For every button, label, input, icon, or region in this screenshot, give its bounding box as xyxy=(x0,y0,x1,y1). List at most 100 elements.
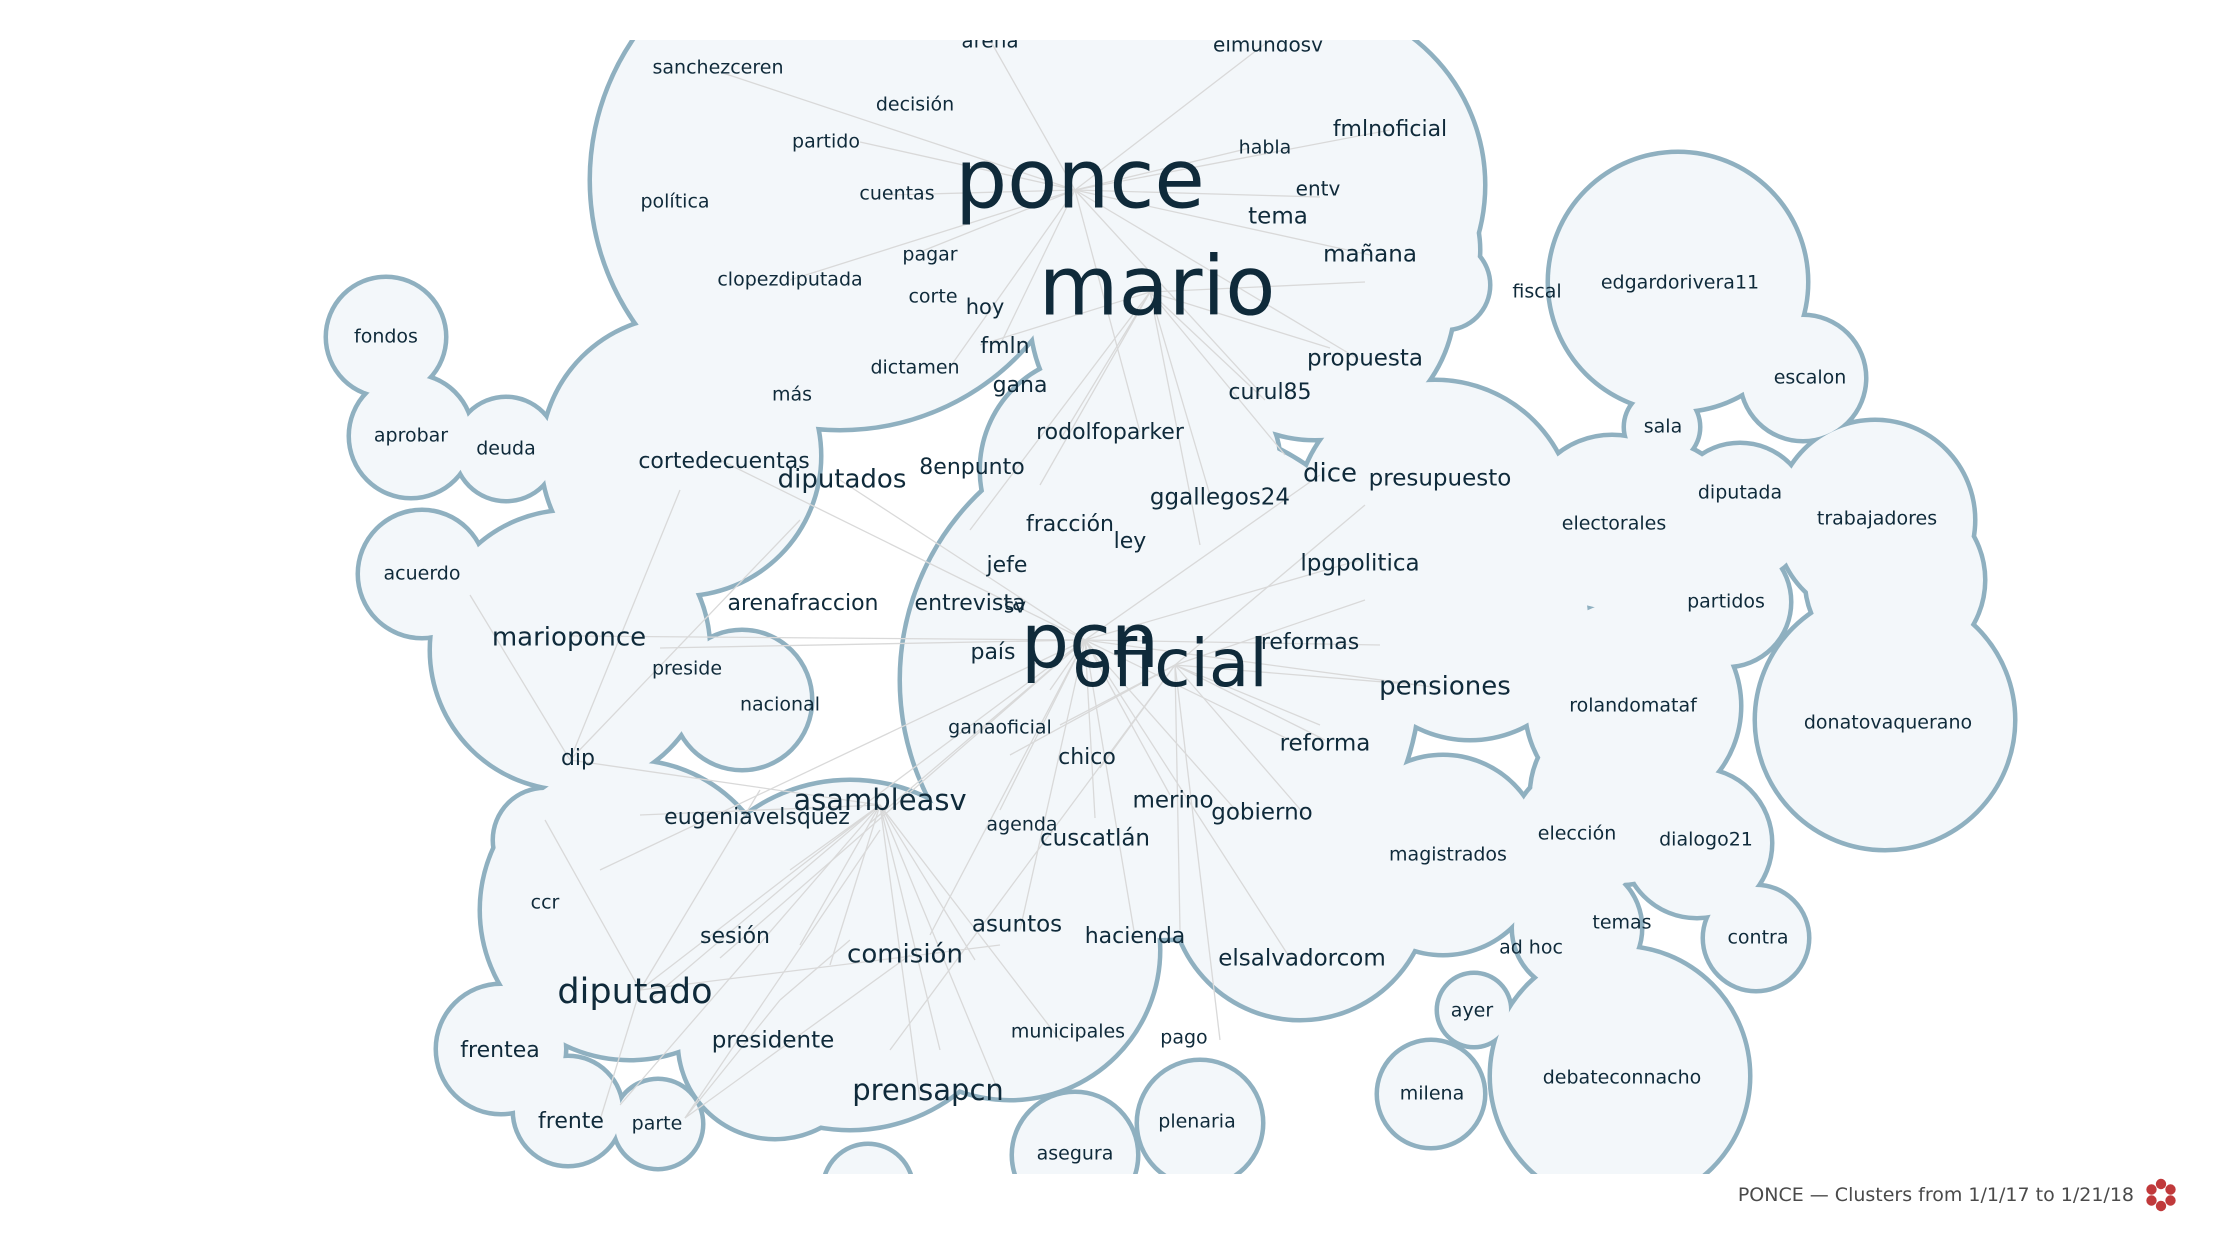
word-label[interactable]: municipales xyxy=(1011,1021,1125,1043)
word-label[interactable]: reformas xyxy=(1261,630,1359,655)
word-label[interactable]: reforma xyxy=(1280,731,1371,757)
word-label[interactable]: trabajadores xyxy=(1817,508,1937,530)
word-label[interactable]: chico xyxy=(1058,745,1116,770)
word-label[interactable]: cuscatlán xyxy=(1040,826,1150,852)
bubble[interactable] xyxy=(1777,422,1973,618)
bubble[interactable] xyxy=(962,562,1218,818)
word-label[interactable]: milena xyxy=(1400,1083,1464,1105)
word-label[interactable]: corte xyxy=(908,286,957,308)
bubble[interactable] xyxy=(1345,757,1541,953)
bubble[interactable] xyxy=(1705,887,1807,989)
word-label[interactable]: fracción xyxy=(1026,512,1114,537)
word-label[interactable]: parte xyxy=(632,1113,683,1135)
bubble[interactable] xyxy=(618,144,734,260)
word-label[interactable]: acuerdo xyxy=(384,563,461,585)
word-label[interactable]: mañana xyxy=(1323,242,1417,268)
word-label[interactable]: deuda xyxy=(476,438,536,460)
word-label[interactable]: diputado xyxy=(557,972,712,1012)
word-label[interactable]: rodolfoparker xyxy=(1036,420,1185,445)
word-label[interactable]: diputados xyxy=(778,465,907,495)
word-label[interactable]: fmlnoficial xyxy=(1333,117,1447,142)
word-label[interactable]: escalon xyxy=(1774,367,1847,389)
word-label[interactable]: sv xyxy=(1004,594,1026,618)
word-label[interactable]: aprobar xyxy=(374,425,448,447)
word-label[interactable]: gobierno xyxy=(1211,800,1313,826)
bubble[interactable] xyxy=(328,279,444,395)
bubble[interactable] xyxy=(456,399,556,499)
word-label[interactable]: frentea xyxy=(460,1038,539,1063)
word-label[interactable]: elección xyxy=(1538,823,1617,845)
word-label[interactable]: entrevista xyxy=(915,591,1026,616)
word-label[interactable]: clopezdiputada xyxy=(717,269,862,291)
word-label[interactable]: tema xyxy=(1248,204,1308,230)
word-label[interactable]: partido xyxy=(792,131,860,153)
bubble[interactable] xyxy=(1379,1042,1483,1146)
bubble[interactable] xyxy=(515,1058,621,1164)
bubble[interactable] xyxy=(1492,948,1748,1174)
word-label[interactable]: dialogo21 xyxy=(1659,829,1753,851)
word-label[interactable]: ponce xyxy=(955,132,1205,227)
word-label[interactable]: electorales xyxy=(1562,513,1667,535)
bubble[interactable] xyxy=(862,802,1158,1098)
word-label[interactable]: merino xyxy=(1132,788,1213,814)
word-label[interactable]: partidos xyxy=(1687,591,1765,613)
word-label[interactable]: pagar xyxy=(902,244,957,266)
word-label[interactable]: sala xyxy=(1644,416,1682,438)
bubble[interactable] xyxy=(825,1146,911,1174)
bubble[interactable] xyxy=(1742,317,1864,439)
bubble[interactable] xyxy=(1550,154,1806,410)
word-label[interactable]: asegura xyxy=(1037,1143,1114,1165)
word-label[interactable]: arenafraccion xyxy=(728,591,879,616)
word-label[interactable]: elmundosv xyxy=(1213,40,1323,57)
bubble[interactable] xyxy=(360,512,484,636)
word-label[interactable]: sanchezceren xyxy=(653,57,784,79)
bubble[interactable] xyxy=(1624,770,1770,916)
word-label[interactable]: ggallegos24 xyxy=(1150,485,1290,511)
bubble[interactable] xyxy=(1526,437,1698,609)
word-label[interactable]: debateconnacho xyxy=(1543,1067,1702,1089)
bubble[interactable] xyxy=(1527,600,1739,812)
word-label[interactable]: país xyxy=(970,640,1015,665)
word-label[interactable]: diputada xyxy=(1698,482,1782,504)
bubble[interactable] xyxy=(617,40,783,178)
word-label[interactable]: donatovaquerano xyxy=(1804,712,1972,734)
bubble[interactable] xyxy=(1439,975,1509,1045)
bubble[interactable] xyxy=(1514,768,1646,900)
word-label[interactable]: pago xyxy=(1160,1027,1207,1049)
word-label[interactable]: magistrados xyxy=(1389,844,1507,866)
word-label[interactable]: ccr xyxy=(531,892,560,914)
word-label[interactable]: política xyxy=(640,191,709,213)
bubble[interactable] xyxy=(754,359,826,431)
word-label[interactable]: agenda xyxy=(986,814,1057,836)
word-label[interactable]: hoy xyxy=(966,295,1005,319)
word-label[interactable]: arena xyxy=(961,40,1018,53)
word-label[interactable]: ley xyxy=(1114,529,1147,554)
word-label[interactable]: pcn xyxy=(1021,596,1159,685)
bubble[interactable] xyxy=(1014,1094,1136,1174)
bubble[interactable] xyxy=(674,632,810,768)
word-label[interactable]: más xyxy=(772,384,812,406)
word-label[interactable]: nacional xyxy=(740,694,820,716)
bubble[interactable] xyxy=(680,947,870,1137)
word-label[interactable]: elsalvadorcom xyxy=(1218,946,1385,972)
word-label[interactable]: eugeniavelsquez xyxy=(664,805,850,830)
word-label[interactable]: entv xyxy=(1296,177,1341,201)
word-label[interactable]: plenaria xyxy=(1158,1111,1235,1133)
flower-logo-icon[interactable] xyxy=(2144,1178,2178,1212)
word-label[interactable]: fondos xyxy=(354,326,418,348)
word-label[interactable]: ganaoficial xyxy=(948,717,1052,739)
word-label[interactable]: mario xyxy=(1039,239,1276,334)
word-label[interactable]: fiscal xyxy=(1512,281,1561,303)
word-label[interactable]: presupuesto xyxy=(1369,466,1512,492)
word-label[interactable]: edgardorivera11 xyxy=(1601,272,1759,294)
word-label[interactable]: cortedecuentas xyxy=(638,449,809,474)
bubble[interactable] xyxy=(1139,1062,1261,1174)
word-label[interactable]: dictamen xyxy=(870,357,959,379)
bubble[interactable] xyxy=(1352,502,1588,738)
word-label[interactable]: lpgpolitica xyxy=(1300,551,1419,577)
word-label[interactable]: propuesta xyxy=(1307,346,1423,372)
word-label[interactable]: asuntos xyxy=(972,912,1062,938)
bubble[interactable] xyxy=(351,376,471,496)
word-label[interactable]: jefe xyxy=(986,553,1028,578)
word-label[interactable]: ayer xyxy=(1451,1000,1494,1022)
